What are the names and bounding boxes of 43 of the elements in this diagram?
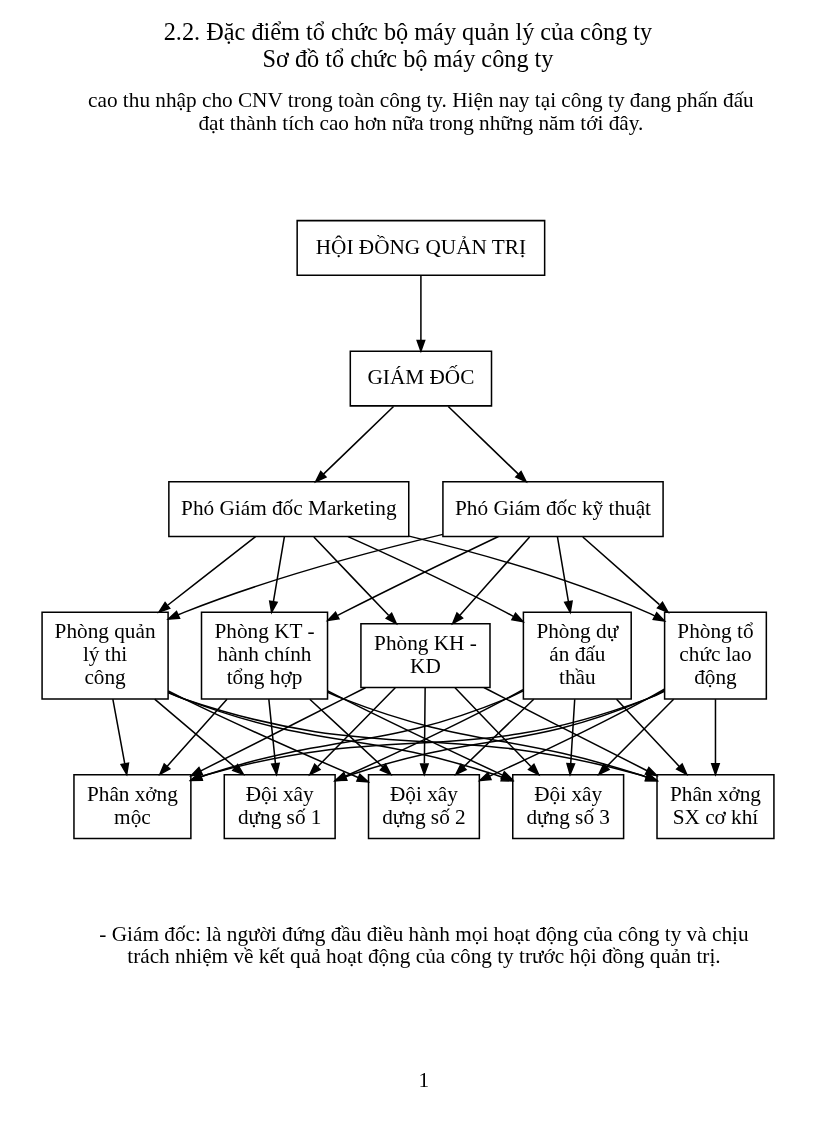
arrow: [309, 698, 393, 776]
arrow: [308, 687, 396, 777]
arrow: [582, 536, 670, 614]
arrow: [556, 536, 573, 615]
arrow: [325, 535, 500, 622]
diagram-title: 2.2. Đặc điểm tổ chức bộ máy quản lý của công ty: [163, 17, 653, 45]
arrow: [314, 405, 395, 484]
arrow: [454, 698, 535, 776]
node-box: Phòng dự án đấu thầu: [522, 611, 632, 700]
arrow: [112, 698, 130, 777]
label: - Giám đốc: là người đứng đầu điều hành mọi hoạt động của công ty và chịu trách nhiệm về kết quả hoạt động của công ty trước hội đồng quản trị.: [99, 921, 749, 969]
label: 1: [418, 1068, 430, 1093]
node-box: Phân xởng mộc: [73, 774, 192, 840]
arrow: [597, 698, 675, 776]
node-box: Phó Giám đốc Marketing: [168, 481, 410, 538]
arrow: [347, 535, 526, 623]
node-box: Đội xây dựng số 1: [223, 774, 336, 840]
node-box: Phó Giám đốc kỹ thuật: [442, 481, 664, 538]
arrow: [451, 536, 531, 626]
arrow: [447, 405, 528, 484]
node-box: Phòng tổ chức lao động: [663, 611, 768, 700]
node-box: Phòng KH - KD: [360, 623, 491, 689]
arrow: [166, 533, 444, 621]
node-box: GIÁM ĐỐC: [349, 350, 493, 407]
node-box: Phòng quản lý thi công: [41, 611, 169, 700]
arrow: [157, 535, 257, 614]
arrow: [615, 698, 689, 777]
arrow: [454, 687, 541, 777]
node-box: Đội xây dựng số 2: [367, 774, 481, 840]
arrow: [416, 275, 426, 354]
arrow: [566, 698, 576, 777]
node-box: HỘI ĐỒNG QUẢN TRỊ: [296, 219, 546, 277]
node-box: Đội xây dựng số 3: [512, 774, 625, 840]
arrow: [268, 536, 286, 615]
arrow: [268, 698, 281, 777]
caption: Sơ đồ tổ chức bộ máy công ty: [262, 44, 554, 72]
node-box: Phòng KT - hành chính tổng hợp: [200, 611, 329, 700]
arrow: [419, 687, 430, 777]
arrow: [710, 698, 721, 777]
arrow: [408, 535, 667, 622]
node-box: Phân xởng SX cơ khí: [656, 774, 775, 840]
arrow: [313, 536, 398, 626]
label: cao thu nhập cho CNV trong toàn công ty. Hiện nay tại công ty đang phấn đấu đạt thành tích cao hơn nữa trong những năm tới đây.: [88, 88, 754, 135]
